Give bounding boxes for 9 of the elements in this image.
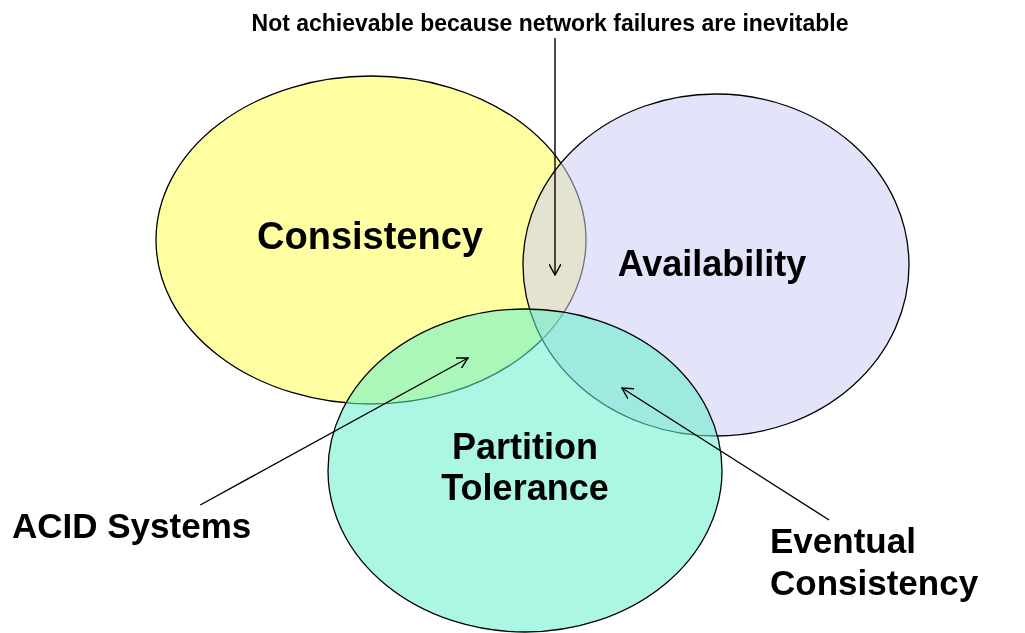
leader-arrow [548,37,562,276]
leader-arrow [199,357,469,506]
leader-arrow [621,387,830,521]
circle-label: Consistency [256,215,484,259]
callout-text: ACID Systems [12,505,312,547]
callout-text: Not achievable because network failures are inevitable [125,10,975,38]
callout-text: Eventual Consistency [770,520,1020,604]
circle-label: Partition Tolerance [440,426,610,509]
circle-label: Availability [616,243,808,285]
